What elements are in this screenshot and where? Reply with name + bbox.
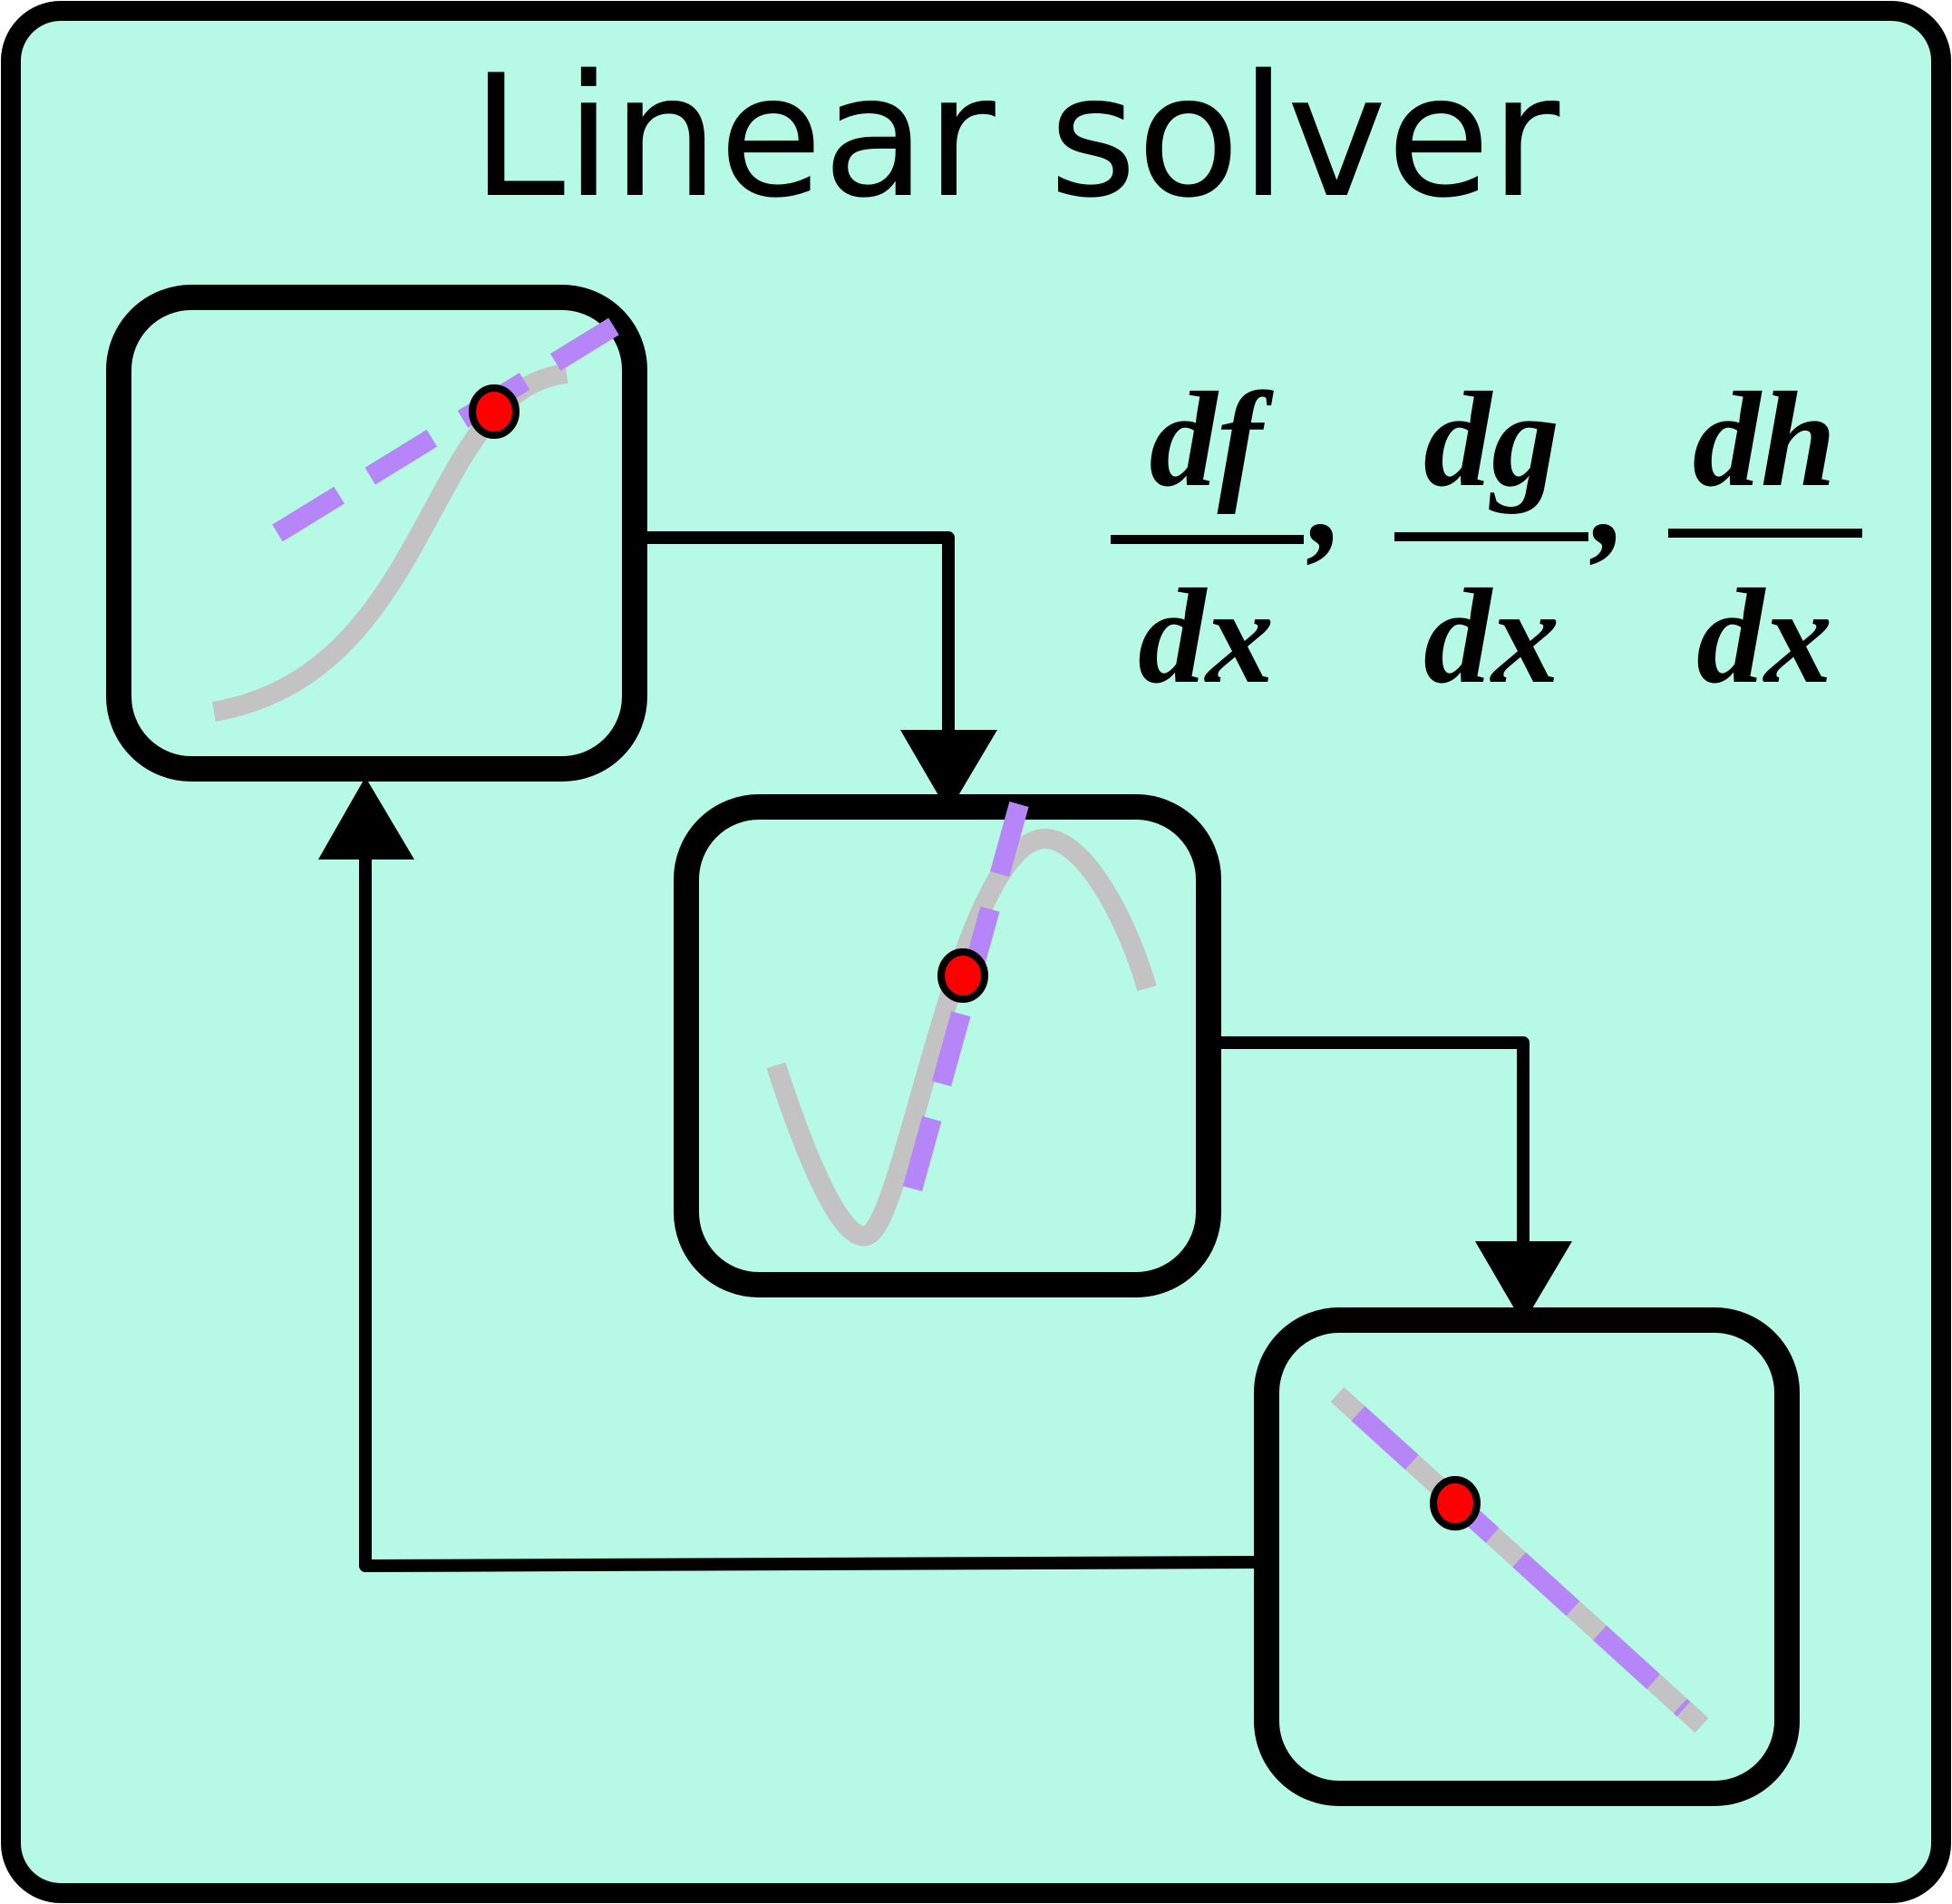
tangent-line	[272, 317, 619, 542]
arrowhead-down-box3	[1475, 1241, 1572, 1324]
numerator-df: df	[1150, 364, 1275, 515]
node-wave	[674, 794, 1221, 1297]
connector-box1-to-box2	[633, 531, 955, 739]
diagram-title: Linear solver	[471, 38, 1560, 235]
evaluation-point	[937, 948, 988, 1003]
connectors	[318, 531, 1572, 1572]
connector-box2-to-box3	[1202, 1036, 1530, 1250]
node-sigmoid	[106, 285, 647, 782]
numerator-dh: dh	[1693, 364, 1836, 515]
derivative-dg-dx: dg dx	[1394, 364, 1588, 712]
derivative-formulas: df dx , dg dx , dh dx	[1111, 364, 1862, 712]
denominator-dx: dx	[1696, 561, 1832, 712]
evaluation-point	[469, 384, 520, 439]
numerator-dg: dg	[1423, 364, 1559, 515]
separator-comma: ,	[1589, 423, 1627, 574]
function-curve	[766, 828, 1157, 1246]
denominator-dx: dx	[1138, 561, 1274, 712]
derivative-dh-dx: dh dx	[1668, 364, 1862, 712]
tangent-line	[1351, 1405, 1691, 1717]
arrowhead-down-box2	[900, 730, 997, 812]
arrowhead-up-box1	[318, 777, 414, 860]
tangent-line	[898, 801, 1029, 1206]
derivative-df-dx: df dx	[1111, 364, 1304, 712]
connector-box3-to-box1	[359, 850, 1267, 1572]
node-box	[674, 794, 1221, 1297]
node-linear	[1254, 1307, 1800, 1806]
node-box	[1254, 1307, 1800, 1806]
separator-comma: ,	[1306, 423, 1345, 574]
denominator-dx: dx	[1423, 561, 1559, 712]
evaluation-point	[1430, 1476, 1481, 1530]
node-box	[106, 285, 647, 782]
